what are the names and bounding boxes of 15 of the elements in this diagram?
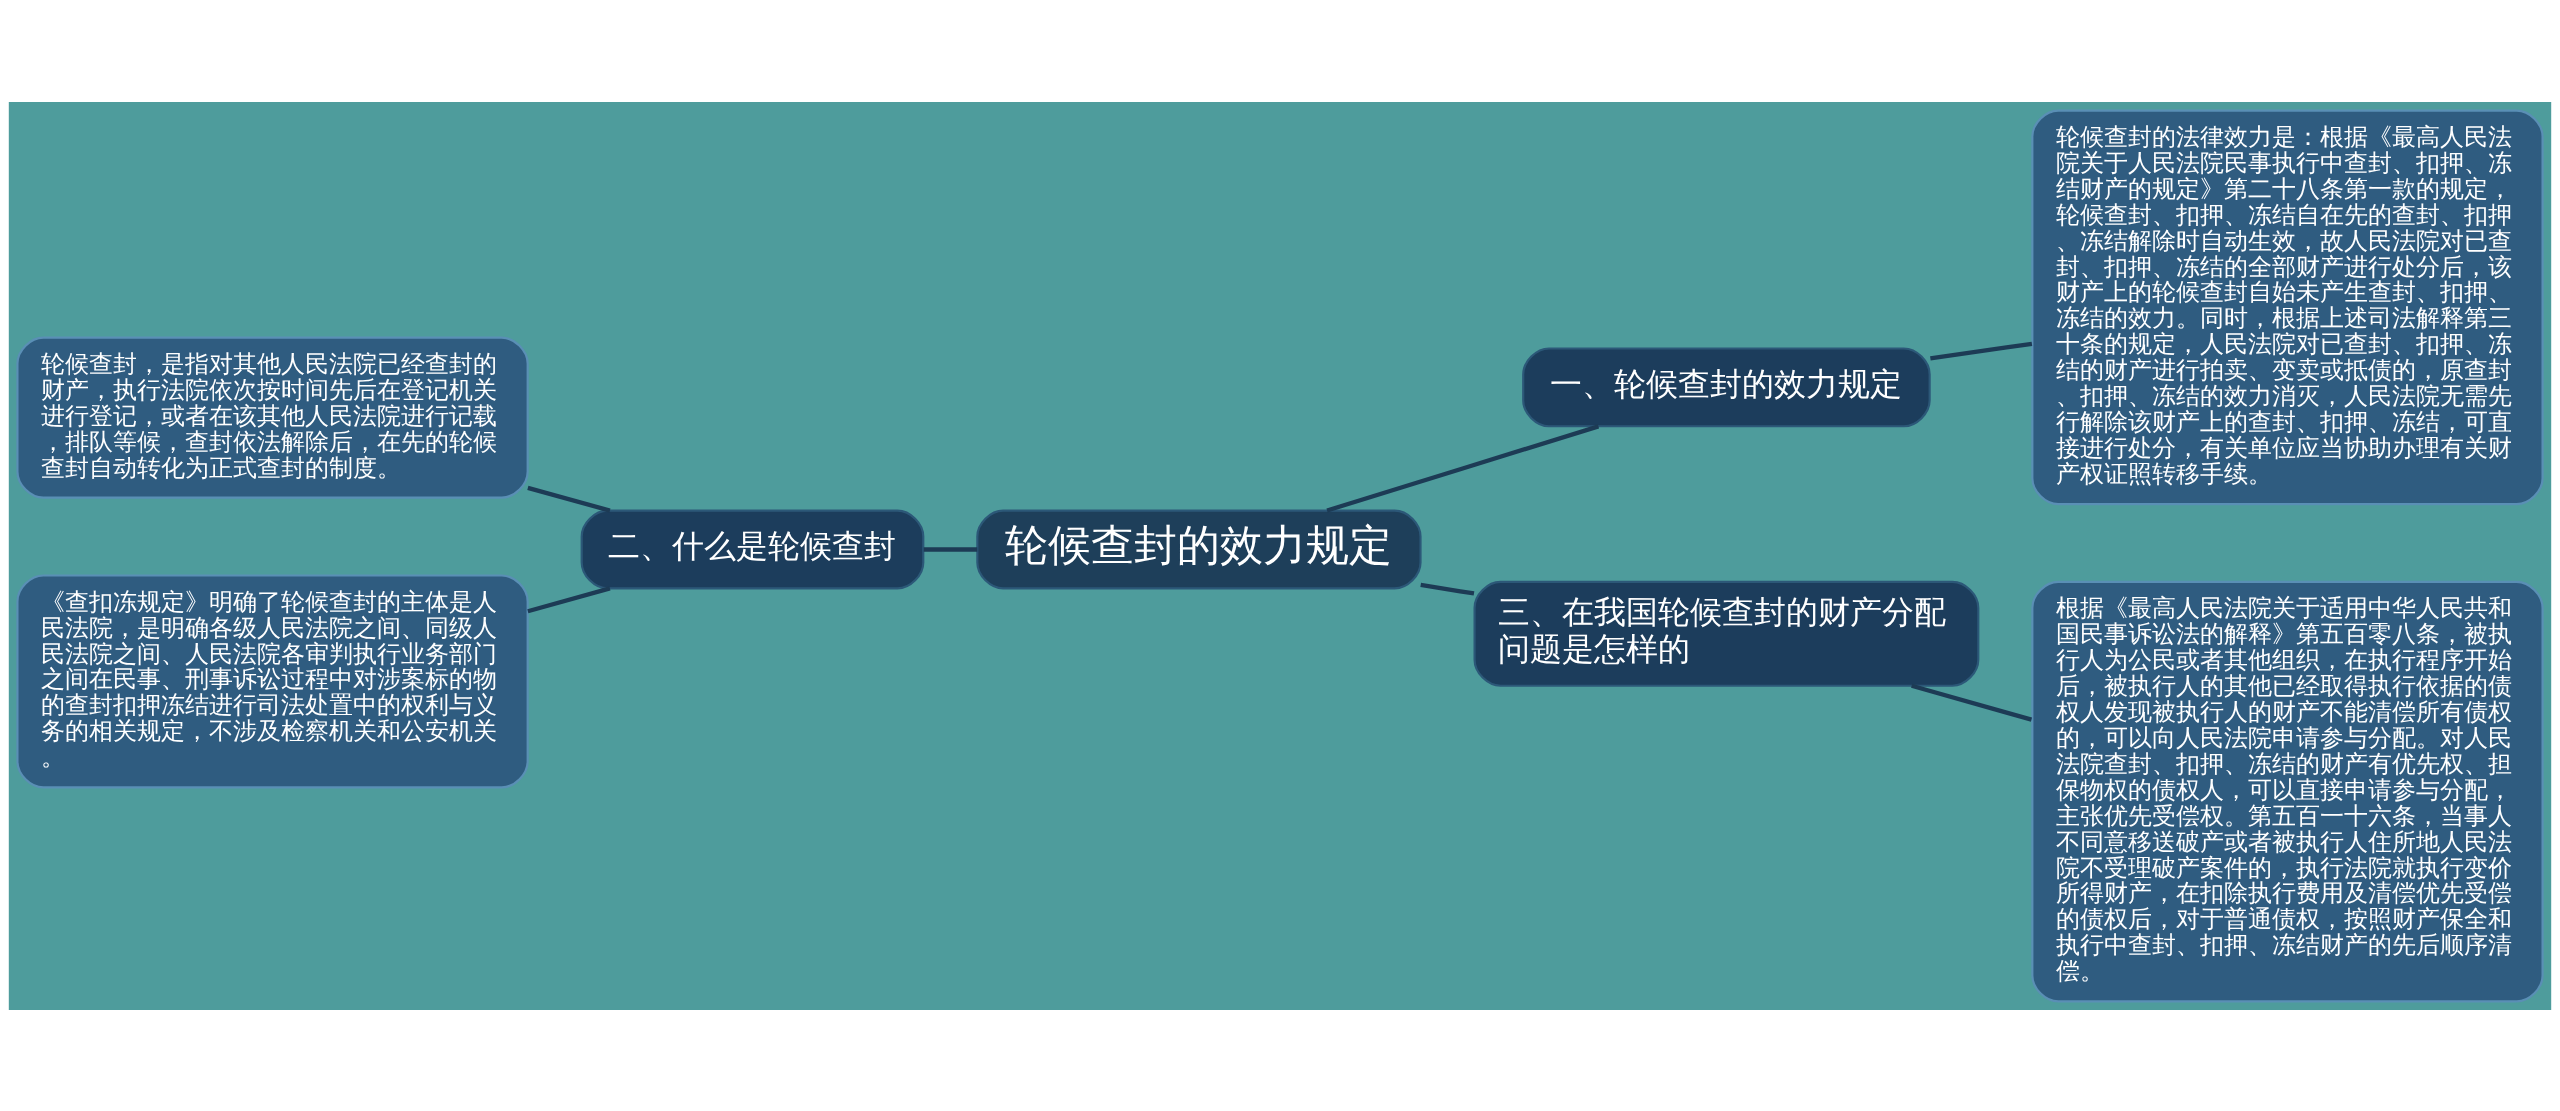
node-box: 轮候查封，是指对其他人民法院已经查封的财产，执行法院依次按时间先后在登记机关进行登记，或者在该其他人民法院进行记载，排队等候，查封依法解除后，在先的轮候查封自动转化为正式查封的制度。: [16, 336, 529, 499]
node-box: 一、轮候查封的效力规定: [1522, 346, 1931, 427]
node-box: 根据《最高人民法院关于适用中华人民共和国民事诉讼法的解释》第五百零八条，被执行人为公民或者其他组织，在执行程序开始后，被执行人的其他已经取得执行依据的债权人发现被执行人的财产不能清偿所有债权的，可以向人民法院申请参与分配。对人民法院查封、扣押、冻结的财产有优先权、担保物权的债权人，可以直接申请参与分配，主张优先受偿权。第五百一十六条，当事人不同意移送破产或者被执行人住所地人民法院不受理破产案件的，执行法院就执行变价所得财产，在扣除执行费用及清偿优先受偿的债权后，对于普通债权，按照财产保全和执行中查封、扣押、冻结财产的先后顺序清偿。: [2031, 580, 2544, 1002]
connector: [1911, 683, 2033, 722]
node-box: 《查扣冻规定》明确了轮候查封的主体是人民法院，是明确各级人民法院之间、同级人民法院之间、人民法院各审判执行业务部门之间在民事、刑事诉讼过程中对涉案标的物的查封扣押冻结进行司法处置中的权利与义务的相关规定，不涉及检察机关和公安机关。: [16, 573, 529, 788]
connector: [1420, 582, 1475, 596]
connector: [527, 585, 611, 613]
connector: [923, 546, 978, 552]
connector: [1930, 341, 2033, 360]
node-box: 三、在我国轮候查封的财产分配问题是怎样的: [1473, 580, 1980, 687]
connector: [527, 485, 611, 513]
node-box: 轮候查封的效力规定: [976, 509, 1422, 589]
node-box: 轮候查封的法律效力是：根据《最高人民法院关于人民法院民事执行中查封、扣押、冻结财产的规定》第二十八条第一款的规定，轮候查封、扣押、冻结自在先的查封、扣押、冻结解除时自动生效，故人民法院对已查封、扣押、冻结的全部财产进行处分后，该财产上的轮候查封自始未产生查封、扣押、冻结的效力。同时，根据上述司法解释第三十条的规定，人民法院对已查封、扣押、冻结的财产进行拍卖、变卖或抵债的，原查封、扣押、冻结的效力消灭，人民法院无需先行解除该财产上的查封、扣押、冻结，可直接进行处分，有关单位应当协助办理有关财产权证照转移手续。: [2031, 109, 2544, 505]
connector: [1326, 423, 1600, 513]
node-box: 二、什么是轮候查封: [580, 509, 925, 589]
